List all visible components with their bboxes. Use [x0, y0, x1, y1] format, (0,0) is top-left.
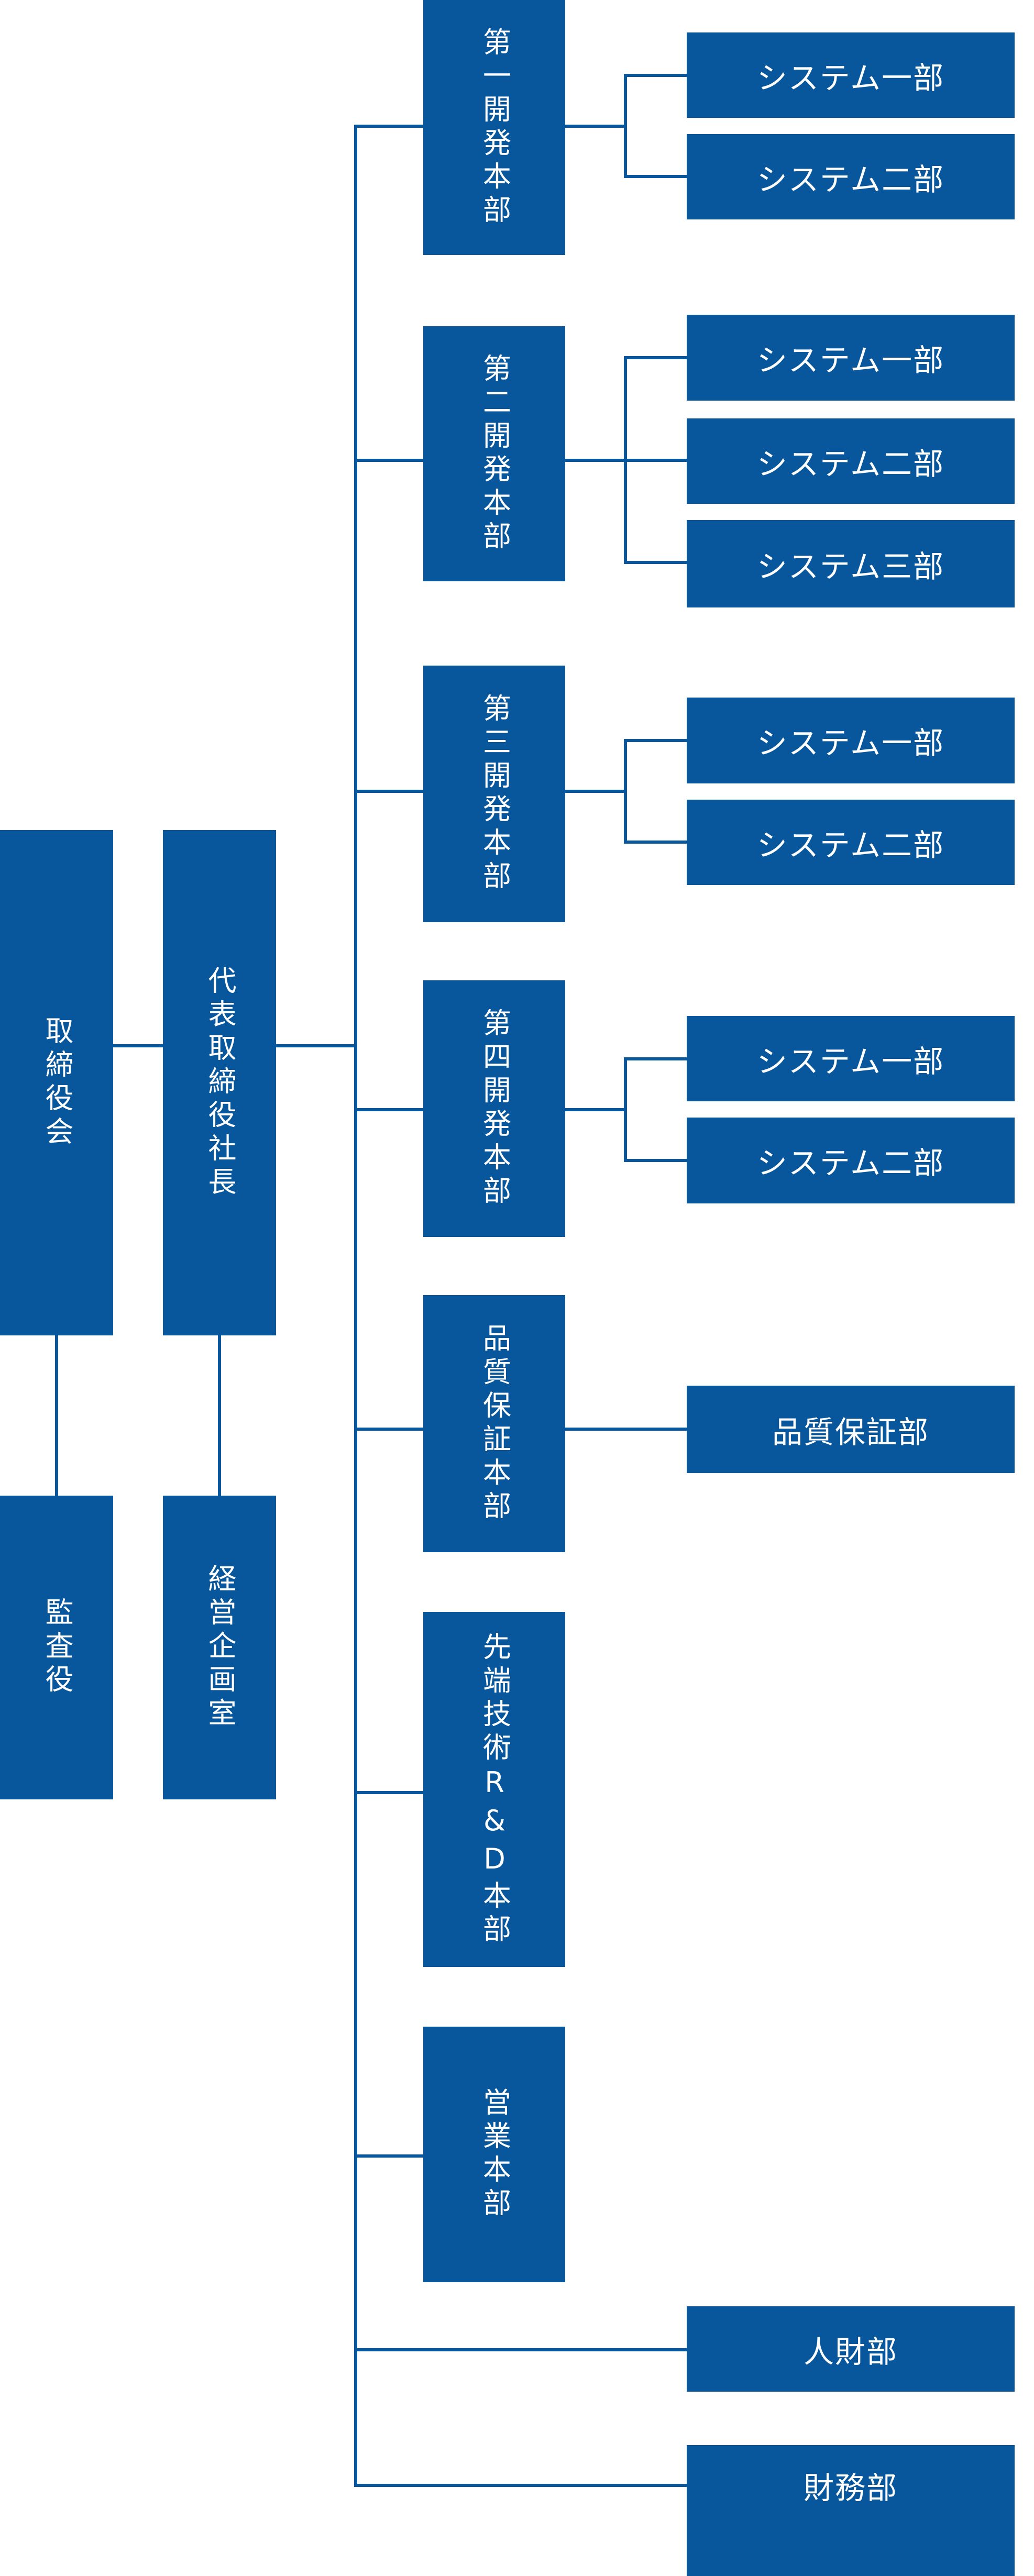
department-box: 品質保証部: [687, 1386, 1015, 1473]
division-label: 第二開発本部: [478, 353, 511, 555]
department-box: システム二部: [687, 134, 1015, 219]
department-label: システム一部: [756, 342, 945, 378]
president-box: 代表取締役社長: [163, 830, 276, 1335]
department-box: システム三部: [687, 520, 1015, 607]
department-label: システム一部: [756, 1043, 945, 1079]
board-label: 取締役会: [40, 1015, 73, 1150]
department-box: システム一部: [687, 698, 1015, 783]
department-label: システム二部: [756, 827, 945, 863]
department-label: 人財部: [803, 2334, 898, 2370]
department-label: 品質保証部: [772, 1414, 929, 1450]
department-label: システム二部: [756, 446, 945, 482]
board-of-directors-box: 取締役会: [0, 830, 113, 1335]
auditor-label: 監査役: [40, 1597, 73, 1698]
department-label: システム二部: [756, 161, 945, 197]
department-box: システム二部: [687, 800, 1015, 885]
division-box-1: 第一開発本部: [423, 0, 565, 255]
department-label: システム一部: [756, 725, 945, 761]
division-box-3: 第三開発本部: [423, 666, 565, 922]
department-box: システム一部: [687, 315, 1015, 401]
auditor-box: 監査役: [0, 1496, 113, 1799]
department-box: システム二部: [687, 418, 1015, 504]
planning-label: 経営企画室: [203, 1564, 236, 1731]
division-label: 先端技術R&D本部: [478, 1631, 511, 1948]
division-box-6: 先端技術R&D本部: [423, 1612, 565, 1967]
division-label: 品質保証本部: [478, 1323, 511, 1524]
department-label: システム二部: [756, 1145, 945, 1181]
department-label: 財務部: [803, 2470, 898, 2506]
department-label: システム一部: [756, 60, 945, 96]
department-label: システム三部: [756, 548, 945, 584]
department-box: システム一部: [687, 32, 1015, 118]
planning-office-box: 経営企画室: [163, 1496, 276, 1799]
division-label: 第一開発本部: [478, 27, 511, 228]
division-box-7: 営業本部: [423, 2027, 565, 2282]
division-label: 第四開発本部: [478, 1008, 511, 1209]
division-label: 第三開発本部: [478, 693, 511, 894]
president-label: 代表取締役社長: [203, 965, 236, 1200]
department-box: システム一部: [687, 1016, 1015, 1101]
division-box-2: 第二開発本部: [423, 326, 565, 581]
division-label: 営業本部: [478, 2087, 511, 2221]
division-box-4: 第四開発本部: [423, 980, 565, 1237]
hr-department-box: 人財部: [687, 2306, 1015, 2392]
department-box: システム二部: [687, 1118, 1015, 1203]
division-box-5: 品質保証本部: [423, 1295, 565, 1552]
finance-department-box: 財務部: [687, 2445, 1015, 2576]
